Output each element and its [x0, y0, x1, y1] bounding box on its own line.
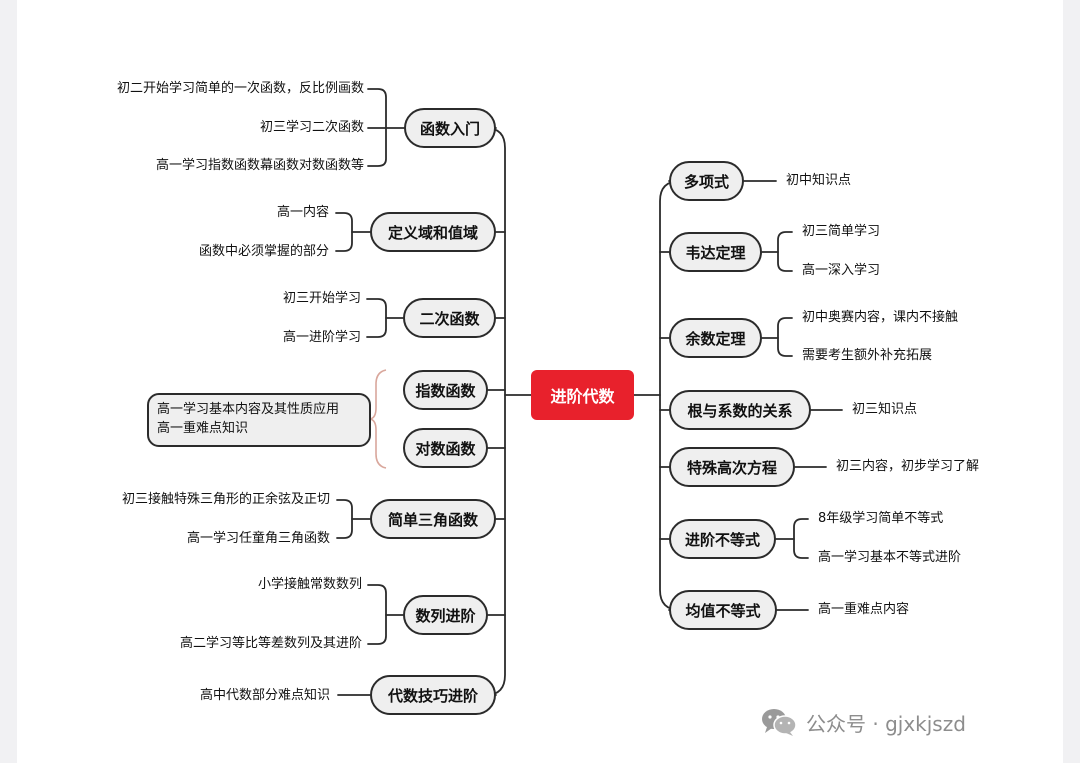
leaf-text: 高一学习指数函数幕函数对数函数等 — [155, 158, 364, 173]
leaf-text: 函数中必须掌握的部分 — [198, 244, 329, 259]
branch-algebra-techniques[interactable]: 代数技巧进阶 — [370, 675, 496, 715]
leaf-text: 初中奥赛内容，课内不接触 — [802, 310, 959, 325]
branch-advanced-inequalities[interactable]: 进阶不等式 — [669, 519, 776, 559]
branch-domain-range[interactable]: 定义域和值域 — [370, 212, 496, 252]
leaf-text: 初三接触特殊三角形的正余弦及正切 — [121, 492, 330, 507]
branch-polynomial[interactable]: 多项式 — [669, 161, 744, 201]
shared-note-line1: 高一学习基本内容及其性质应用 — [157, 402, 340, 417]
branch-exponential-function[interactable]: 指数函数 — [403, 370, 488, 410]
watermark: 公众号 · gjxkjszd — [760, 704, 966, 740]
leaf-text: 初三学习二次函数 — [259, 120, 364, 135]
branch-logarithmic-function[interactable]: 对数函数 — [403, 428, 488, 468]
leaf-text: 高一深入学习 — [802, 263, 881, 278]
wechat-icon — [762, 709, 797, 736]
branch-simple-trig[interactable]: 简单三角函数 — [370, 499, 496, 539]
branch-mean-inequality[interactable]: 均值不等式 — [669, 590, 777, 630]
leaf-text: 初二开始学习简单的一次函数，反比例画数 — [116, 81, 364, 96]
leaf-text: 需要考生额外补充拓展 — [802, 348, 933, 363]
leaf-text: 初三简单学习 — [802, 224, 881, 239]
branch-sequence-advanced[interactable]: 数列进阶 — [403, 595, 488, 635]
shared-note-box: 高一学习基本内容及其性质应用 高一重难点知识 — [147, 393, 371, 447]
branch-function-intro[interactable]: 函数入门 — [404, 108, 496, 148]
leaf-text: 高中代数部分难点知识 — [199, 688, 330, 703]
center-topic[interactable]: 进阶代数 — [531, 370, 634, 420]
leaf-text: 高二学习等比等差数列及其进阶 — [179, 636, 362, 651]
branch-higher-degree-equations[interactable]: 特殊高次方程 — [669, 447, 795, 487]
watermark-text: 公众号 · gjxkjszd — [806, 711, 966, 736]
leaf-text: 高一内容 — [276, 205, 329, 220]
leaf-text: 高一学习基本不等式进阶 — [818, 550, 962, 565]
branch-vieta-theorem[interactable]: 韦达定理 — [669, 232, 762, 272]
shared-note-line2: 高一重难点知识 — [157, 421, 249, 436]
branch-remainder-theorem[interactable]: 余数定理 — [669, 318, 762, 358]
leaf-text: 8年级学习简单不等式 — [818, 511, 944, 526]
leaf-text: 初三内容，初步学习了解 — [836, 459, 980, 474]
leaf-text: 初中知识点 — [786, 173, 852, 188]
shared-bracket — [369, 369, 387, 469]
leaf-text: 高一进阶学习 — [282, 330, 361, 345]
leaf-text: 高一学习任童角三角函数 — [186, 531, 330, 546]
leaf-text: 高一重难点内容 — [818, 602, 910, 617]
leaf-text: 小学接触常数数列 — [257, 577, 362, 592]
leaf-text: 初三开始学习 — [282, 291, 361, 306]
leaf-text: 初三知识点 — [852, 402, 918, 417]
branch-roots-coefficients[interactable]: 根与系数的关系 — [669, 390, 811, 430]
branch-quadratic-function[interactable]: 二次函数 — [403, 298, 496, 338]
